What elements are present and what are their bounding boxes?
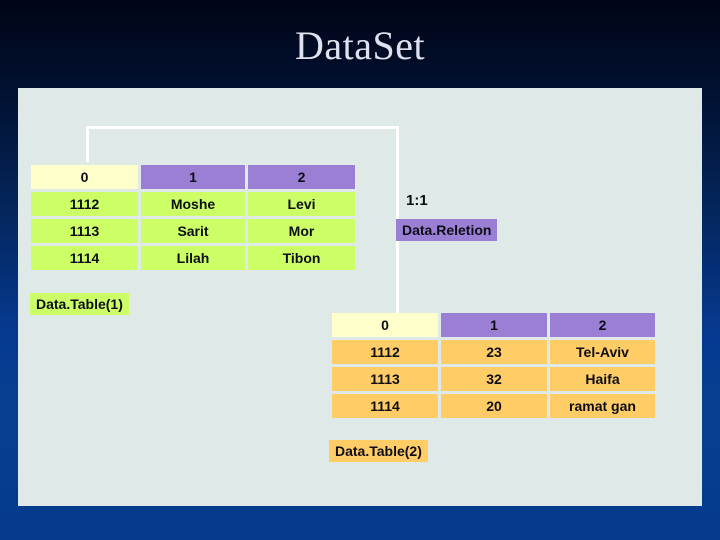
content-panel: 0 1 2 1112 Moshe Levi 1113 Sarit Mor 111… xyxy=(18,88,702,506)
connector-left-leg xyxy=(86,126,89,162)
table2-cell-r1c0[interactable]: 1113 xyxy=(332,367,438,391)
table-row: 1113 32 Haifa xyxy=(332,367,655,391)
table1-cell-r2c2[interactable]: Tibon xyxy=(248,246,355,270)
table-row: 1113 Sarit Mor xyxy=(31,219,355,243)
table2-cell-r0c0[interactable]: 1112 xyxy=(332,340,438,364)
table1-cell-r2c0[interactable]: 1114 xyxy=(31,246,138,270)
table-header-row: 0 1 2 xyxy=(332,313,655,337)
table2-cell-r2c0[interactable]: 1114 xyxy=(332,394,438,418)
relation-cardinality-label: 1:1 xyxy=(406,192,428,209)
data-table-2-label: Data.Table(2) xyxy=(329,440,428,462)
table-row: 1112 23 Tel-Aviv xyxy=(332,340,655,364)
page-title: DataSet xyxy=(294,23,426,68)
table2-cell-r0c1[interactable]: 23 xyxy=(441,340,547,364)
table2-header-0[interactable]: 0 xyxy=(332,313,438,337)
table2-header-2[interactable]: 2 xyxy=(550,313,655,337)
connector-top-bar xyxy=(86,126,399,129)
data-table-1[interactable]: 0 1 2 1112 Moshe Levi 1113 Sarit Mor 111… xyxy=(28,162,358,273)
data-table-2[interactable]: 0 1 2 1112 23 Tel-Aviv 1113 32 Haifa 111… xyxy=(329,310,658,421)
table2-cell-r1c1[interactable]: 32 xyxy=(441,367,547,391)
table1-cell-r1c0[interactable]: 1113 xyxy=(31,219,138,243)
data-table-1-label: Data.Table(1) xyxy=(30,293,129,315)
table1-cell-r1c2[interactable]: Mor xyxy=(248,219,355,243)
table2-cell-r2c2[interactable]: ramat gan xyxy=(550,394,655,418)
table1-cell-r1c1[interactable]: Sarit xyxy=(141,219,245,243)
table-row: 1114 20 ramat gan xyxy=(332,394,655,418)
table1-header-2[interactable]: 2 xyxy=(248,165,355,189)
table1-cell-r0c1[interactable]: Moshe xyxy=(141,192,245,216)
table1-header-0[interactable]: 0 xyxy=(31,165,138,189)
table2-cell-r0c2[interactable]: Tel-Aviv xyxy=(550,340,655,364)
table-header-row: 0 1 2 xyxy=(31,165,355,189)
table2-cell-r1c2[interactable]: Haifa xyxy=(550,367,655,391)
table1-cell-r2c1[interactable]: Lilah xyxy=(141,246,245,270)
table1-header-1[interactable]: 1 xyxy=(141,165,245,189)
table-row: 1114 Lilah Tibon xyxy=(31,246,355,270)
table-row: 1112 Moshe Levi xyxy=(31,192,355,216)
table1-cell-r0c0[interactable]: 1112 xyxy=(31,192,138,216)
data-relation-label: Data.Reletion xyxy=(396,219,498,241)
table2-header-1[interactable]: 1 xyxy=(441,313,547,337)
table1-cell-r0c2[interactable]: Levi xyxy=(248,192,355,216)
table2-cell-r2c1[interactable]: 20 xyxy=(441,394,547,418)
